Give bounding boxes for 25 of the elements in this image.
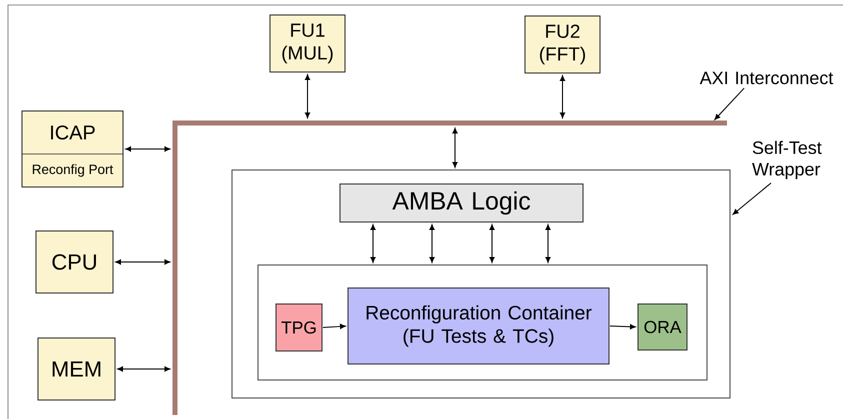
double-arrow xyxy=(115,259,170,265)
double-arrow xyxy=(304,74,310,118)
double-arrow xyxy=(545,224,551,263)
analyzer-box: ORA xyxy=(638,304,688,350)
double-arrow xyxy=(452,128,458,168)
cpu-box: CPU xyxy=(36,230,114,294)
memory-box: MEM xyxy=(38,338,116,400)
double-arrow xyxy=(125,146,170,152)
unit-box: FU1 (MUL) xyxy=(270,14,346,72)
bus-label: AXI Interconnect xyxy=(700,72,834,84)
leader-line xyxy=(732,182,772,215)
icap-box: ICAP Reconfig Port xyxy=(22,110,124,188)
arrow xyxy=(610,324,636,330)
generator-box: TPG xyxy=(276,304,322,352)
double-arrow xyxy=(489,224,495,263)
double-arrow xyxy=(560,75,566,118)
double-arrow xyxy=(370,224,376,263)
container-box: Reconfiguration Container (FU Tests & TCs) xyxy=(348,288,610,364)
arrow xyxy=(322,324,346,329)
double-arrow xyxy=(429,224,435,263)
leader-line xyxy=(714,88,745,120)
wrapper-label: Self-Test Wrapper xyxy=(752,140,822,180)
unit-box: FU2 (FFT) xyxy=(524,16,600,74)
logic-box: AMBA Logic xyxy=(340,184,584,222)
double-arrow xyxy=(117,366,170,372)
